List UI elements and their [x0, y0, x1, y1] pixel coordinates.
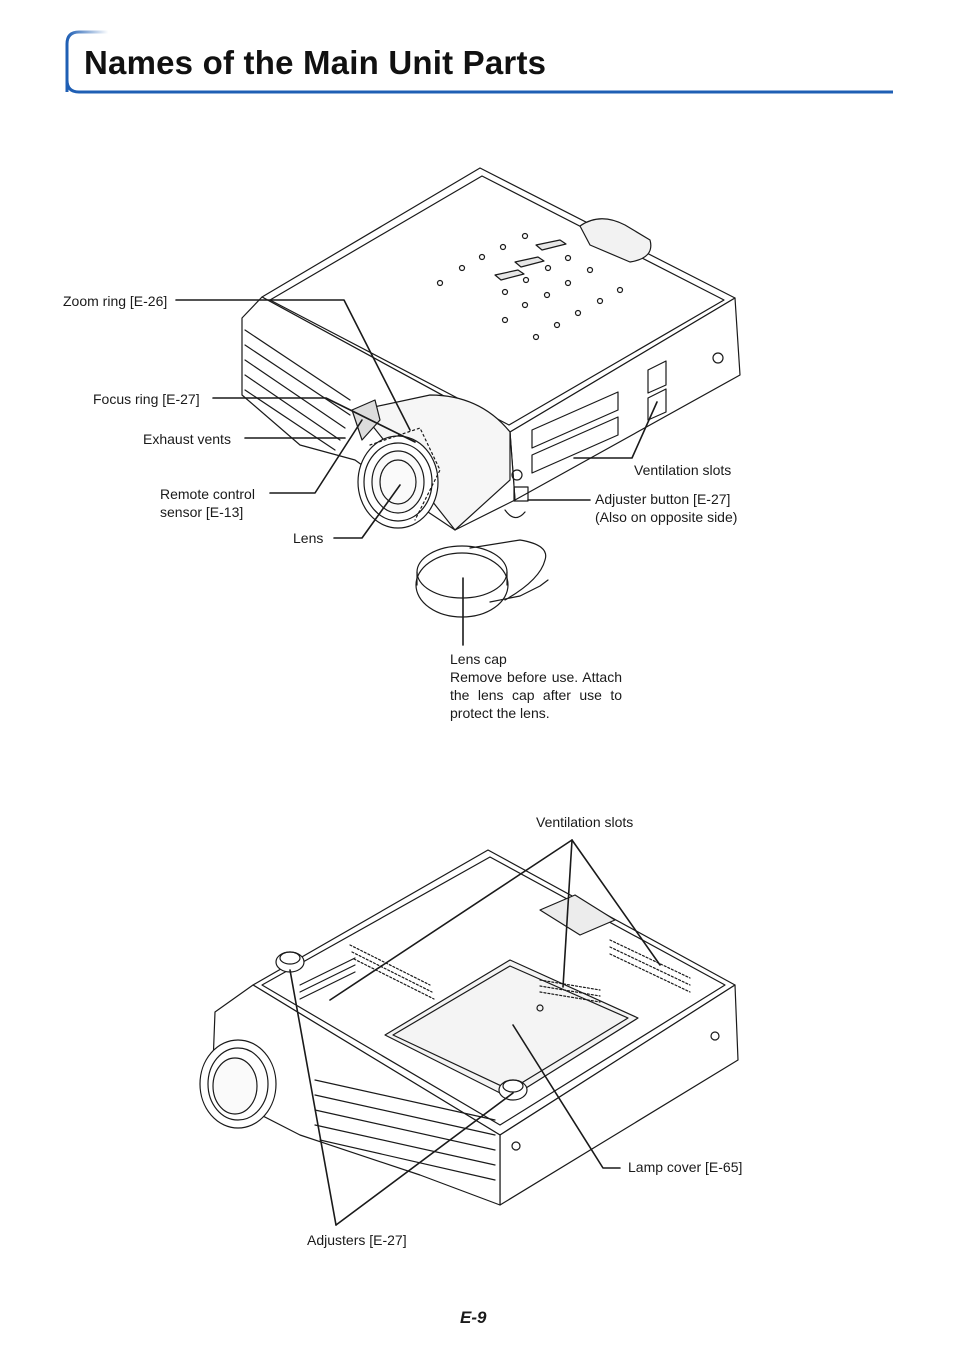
label-lens-cap-note-line1: Remove before use. Attach [450, 669, 622, 685]
label-lens-cap-note-line2: the lens cap after use to [450, 687, 622, 703]
leader-lines [175, 299, 661, 1226]
label-lamp-cover: Lamp cover [E-65] [628, 1159, 743, 1175]
projector-top-view [241, 167, 741, 618]
title-frame [65, 30, 893, 94]
label-adjusters: Adjusters [E-27] [307, 1232, 407, 1248]
label-lens-cap-note-line3: protect the lens. [450, 705, 550, 721]
label-remote-control-sensor-line2: sensor [E-13] [160, 504, 244, 520]
page-title: Names of the Main Unit Parts [84, 44, 547, 81]
label-remote-control-sensor: Remote control sensor [E-13] [160, 485, 255, 521]
label-adjuster-button: Adjuster button [E-27] (Also on opposite… [595, 490, 737, 526]
label-lens: Lens [293, 530, 324, 546]
label-adjuster-button-line1: Adjuster button [E-27] [595, 491, 731, 507]
label-lens-cap: Lens cap Remove before use. Attach the l… [450, 650, 622, 722]
label-lens-cap-title: Lens cap [450, 651, 507, 667]
title-frame-rule [65, 30, 893, 94]
page-number: E-9 [460, 1308, 487, 1327]
projector-bottom-view [199, 849, 739, 1206]
label-zoom-ring: Zoom ring [E-26] [63, 293, 168, 309]
label-remote-control-sensor-line1: Remote control [160, 486, 255, 502]
label-focus-ring: Focus ring [E-27] [93, 391, 200, 407]
label-ventilation-slots-bottom: Ventilation slots [536, 814, 634, 830]
label-adjuster-button-line2: (Also on opposite side) [595, 509, 738, 525]
label-exhaust-vents: Exhaust vents [143, 431, 231, 447]
label-ventilation-slots-top: Ventilation slots [634, 462, 732, 478]
